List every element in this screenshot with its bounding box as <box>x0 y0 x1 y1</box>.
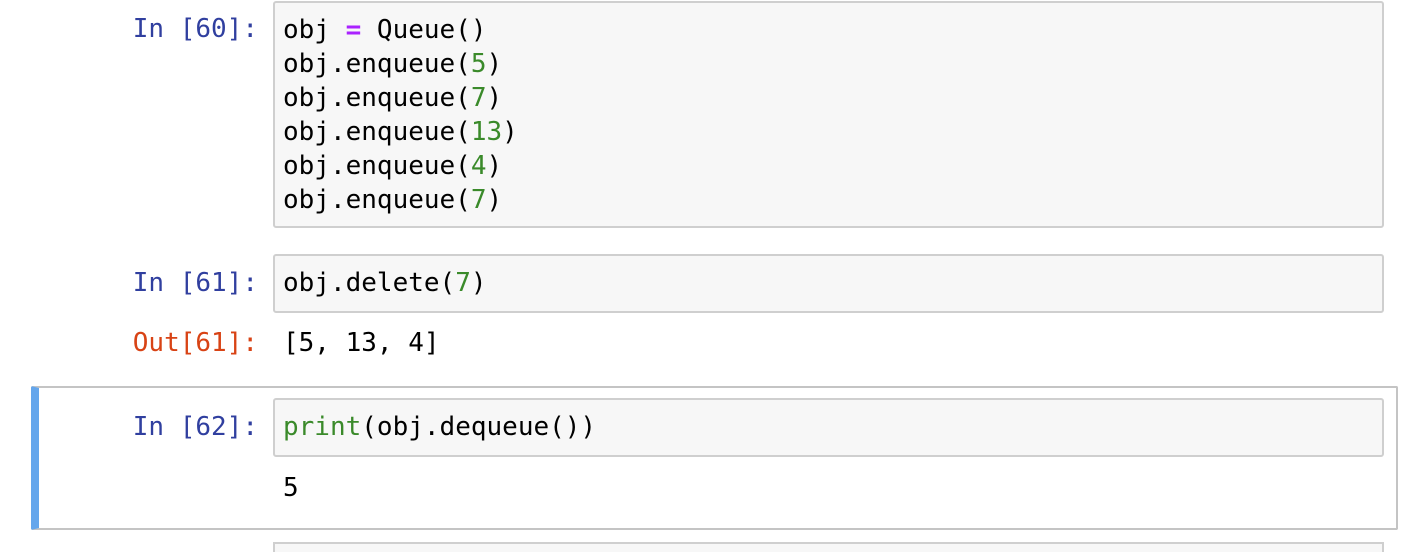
cell-output: 5 <box>283 473 299 503</box>
code-line: obj.delete(7) <box>283 268 487 298</box>
code-line: obj.enqueue(7) <box>283 83 503 113</box>
code-line: print(obj.dequeue()) <box>283 412 597 442</box>
input-prompt: In [61]: <box>132 268 258 298</box>
input-prompt: In [60]: <box>132 14 258 44</box>
code-input-area[interactable]: print(obj.dequeue()) <box>273 398 1384 457</box>
code-line: obj.enqueue(7) <box>283 185 503 215</box>
next-cell-input-area[interactable] <box>273 542 1384 552</box>
input-prompt: In [62]: <box>132 412 258 442</box>
code-input-area[interactable]: obj.delete(7) <box>273 254 1384 313</box>
code-input-area[interactable]: obj = Queue() obj.enqueue(5) obj.enqueue… <box>273 1 1384 228</box>
output-prompt: Out[61]: <box>132 328 258 358</box>
code-line: obj.enqueue(5) <box>283 49 503 79</box>
selected-cell-62[interactable] <box>31 386 1398 530</box>
code-line: obj = Queue() <box>283 15 487 45</box>
cell-output: [5, 13, 4] <box>283 328 440 358</box>
code-line: obj.enqueue(13) <box>283 117 518 147</box>
code-line: obj.enqueue(4) <box>283 151 503 181</box>
